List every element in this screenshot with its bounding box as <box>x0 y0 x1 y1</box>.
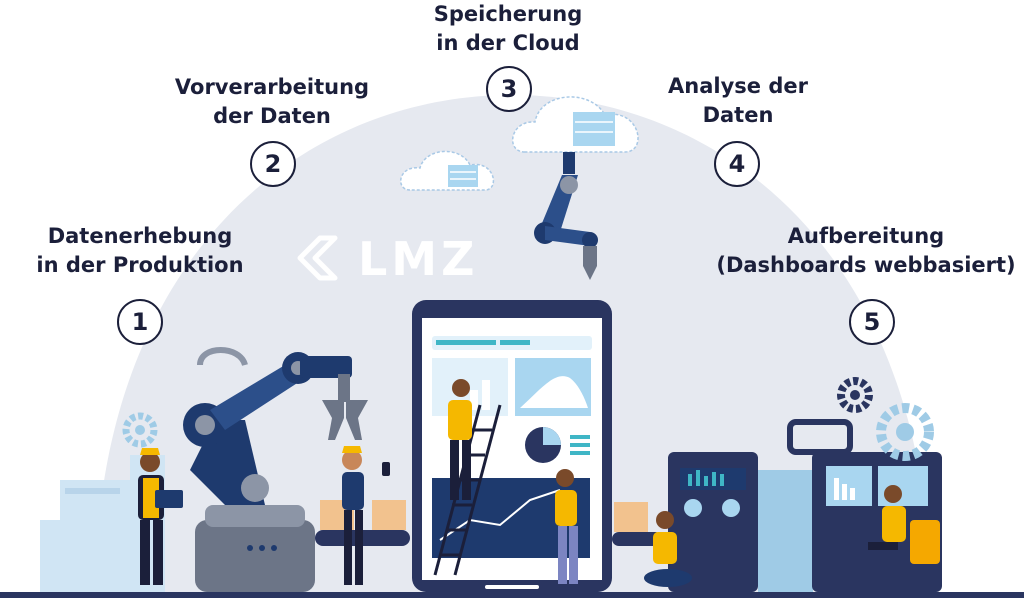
step-4-line2: Daten <box>702 103 774 127</box>
sitting-worker-icon <box>644 511 692 587</box>
step-2-label: Vorverarbeitung der Daten <box>162 73 382 131</box>
step-3-line1: Speicherung <box>433 2 583 26</box>
worker-at-desk-icon <box>868 485 940 592</box>
step-5-line2: (Dashboards webbasiert) <box>716 253 1016 277</box>
step-4-badge: 4 <box>714 141 760 187</box>
step-5-badge: 5 <box>849 299 895 345</box>
step-3-badge: 3 <box>486 66 532 112</box>
step-2-line2: der Daten <box>213 104 331 128</box>
step-1-line1: Datenerhebung <box>47 224 233 248</box>
step-1-badge: 1 <box>117 299 163 345</box>
gears-icon <box>837 377 934 461</box>
woman-pointing-icon <box>555 469 578 584</box>
step-4-label: Analyse der Daten <box>628 72 848 130</box>
step-3-label: Speicherung in der Cloud <box>398 0 618 58</box>
cloud-server-icon <box>400 150 495 191</box>
lmz-logo-icon <box>297 235 338 281</box>
worker-with-phone-icon <box>342 446 390 585</box>
step-5-line1: Aufbereitung <box>787 224 945 248</box>
floor-line <box>0 592 1024 598</box>
gear-icon <box>122 412 158 448</box>
step-3-line2: in der Cloud <box>436 31 580 55</box>
worker-with-tablet-icon <box>138 448 183 585</box>
step-2-line1: Vorverarbeitung <box>174 75 370 99</box>
step-2-badge: 2 <box>250 141 296 187</box>
conveyor-belt-right-icon <box>612 502 662 546</box>
step-4-line1: Analyse der <box>668 74 808 98</box>
hanging-robot-arm-icon <box>534 152 598 280</box>
control-machine-icon <box>668 419 942 592</box>
step-1-line2: in der Produktion <box>36 253 244 277</box>
cloud-server-large-icon <box>511 96 639 153</box>
factory-background-icon <box>40 455 165 592</box>
step-5-label: Aufbereitung (Dashboards webbasiert) <box>716 222 1016 280</box>
worker-on-ladder-icon <box>448 379 472 500</box>
step-1-label: Datenerhebung in der Produktion <box>30 222 250 280</box>
robot-arm-icon <box>183 347 368 592</box>
logo-text: LMZ <box>358 232 479 286</box>
